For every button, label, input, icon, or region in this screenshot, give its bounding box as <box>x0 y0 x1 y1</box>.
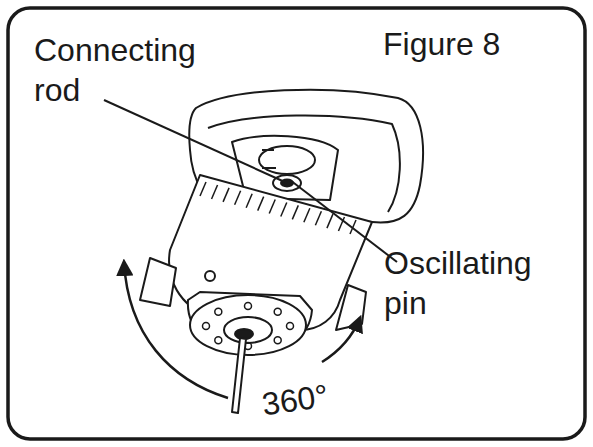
part-label: Connecting rod <box>34 30 196 110</box>
leader-line <box>104 100 287 183</box>
rotation-arrow <box>322 318 360 362</box>
cooling-fin <box>304 208 310 222</box>
rotation-arrow <box>124 262 228 398</box>
cooling-fin <box>327 214 333 228</box>
cooling-fin <box>269 200 275 214</box>
bolt-hole <box>287 323 294 330</box>
cooling-fin <box>315 211 321 225</box>
cooling-fin <box>258 197 264 211</box>
bolt-hole <box>274 337 281 344</box>
bolt-hole <box>215 337 222 344</box>
figure-frame <box>8 8 585 439</box>
figure-title: Figure 8 <box>383 24 500 64</box>
motor-assembly <box>140 90 423 413</box>
bolt-hole <box>203 323 210 330</box>
cooling-fin <box>235 191 241 205</box>
bolt-hole <box>215 308 222 315</box>
cooling-fin <box>281 202 287 216</box>
cooling-fin <box>246 194 252 208</box>
bolt-hole <box>245 303 252 310</box>
bolt-hole <box>274 308 281 315</box>
cooling-fin <box>292 205 298 219</box>
rotation-label: 360° <box>260 376 331 425</box>
cooling-fin <box>212 185 218 199</box>
cooling-fin <box>223 188 229 202</box>
part-label: Oscillating pin <box>384 243 532 323</box>
cooling-fin <box>200 182 206 196</box>
leader-line <box>290 180 397 262</box>
